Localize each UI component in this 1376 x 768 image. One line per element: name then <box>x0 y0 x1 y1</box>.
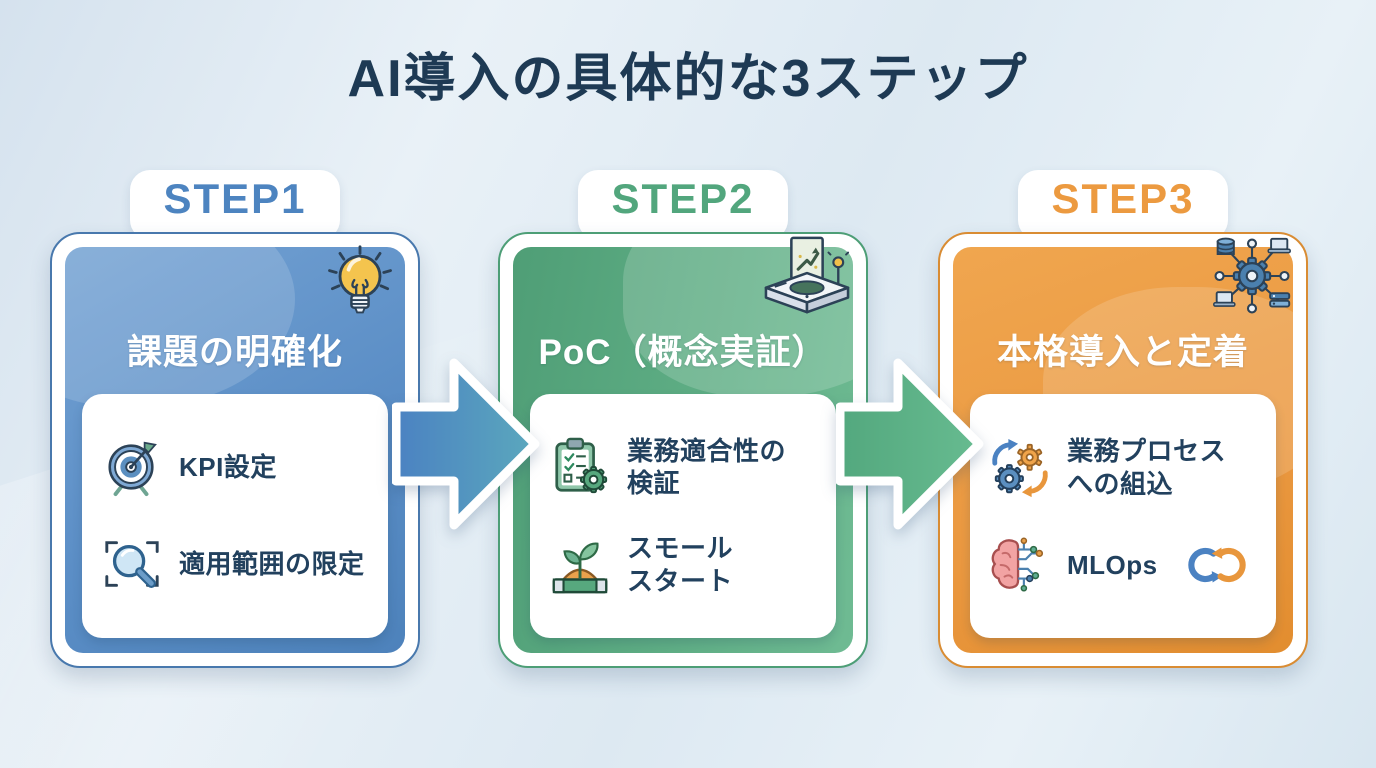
item-label: KPI設定 <box>179 452 277 483</box>
list-item: スモール スタート <box>544 532 822 597</box>
item-label: 業務プロセス への組込 <box>1067 436 1227 499</box>
step2-tab: STEP2 <box>578 170 788 240</box>
list-item: 適用範囲の限定 <box>96 533 374 597</box>
flow-arrow-step2-to-step3 <box>836 358 984 530</box>
step1-content-box: KPI設定 適用範囲の限定 <box>82 394 388 638</box>
brain-circuit-icon <box>988 533 1052 597</box>
list-item: KPI設定 <box>96 435 374 499</box>
gears-cycle-icon <box>988 436 1052 500</box>
step3-content-box: 業務プロセス への組込 <box>970 394 1276 638</box>
step1-heading: 課題の明確化 <box>126 333 343 372</box>
step2-card: PoC（概念実証） <box>498 232 868 668</box>
magnifier-scope-icon <box>100 533 164 597</box>
infinity-loop-icon <box>1175 542 1259 588</box>
list-item: MLOps <box>984 533 1262 597</box>
poc-prototype-icon <box>762 234 852 325</box>
flow-arrow-step1-to-step2 <box>392 358 540 530</box>
target-dart-icon <box>100 435 164 499</box>
item-label: スモール スタート <box>627 533 734 596</box>
lightbulb-icon <box>320 242 400 327</box>
step3-card: 本格導入と定着 <box>938 232 1308 668</box>
page-title: AI導入の具体的な3ステップ <box>347 50 1029 108</box>
list-item: 業務プロセス への組込 <box>984 435 1262 500</box>
step1-tab-label: STEP1 <box>163 175 307 222</box>
step2-tab-label: STEP2 <box>611 175 755 222</box>
item-label: MLOps <box>1067 549 1158 580</box>
step2-heading: PoC（概念実証） <box>538 333 828 372</box>
step3-tab-label: STEP3 <box>1051 175 1195 222</box>
step1-tab: STEP1 <box>130 170 340 240</box>
list-item: 業務適合性の 検証 <box>544 435 822 500</box>
step2-content-box: 業務適合性の 検証 スモール スタート <box>530 394 836 638</box>
checklist-gear-icon <box>548 435 612 499</box>
step3-tab: STEP3 <box>1018 170 1228 240</box>
item-label: 適用範囲の限定 <box>179 549 365 580</box>
network-gear-icon <box>1210 234 1294 323</box>
step3-heading: 本格導入と定着 <box>996 333 1249 372</box>
item-label: 業務適合性の 検証 <box>627 435 787 499</box>
step1-card: 課題の明確化 <box>50 232 420 668</box>
sprout-icon <box>548 533 612 597</box>
